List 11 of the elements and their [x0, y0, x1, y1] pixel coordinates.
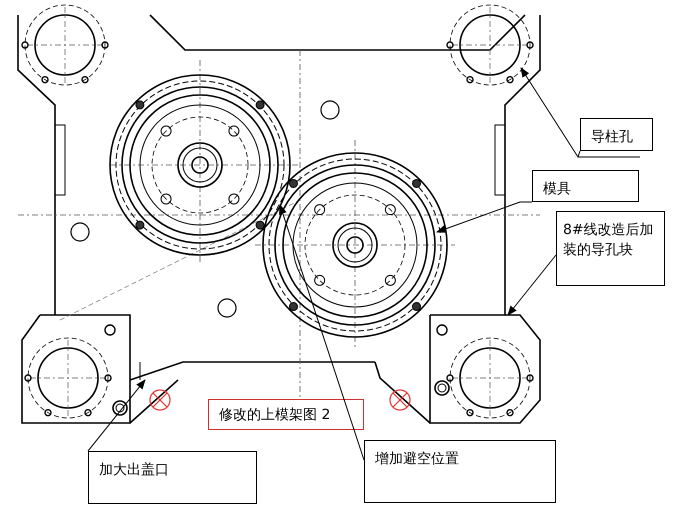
callout-box: 增加避空位置 [364, 440, 556, 503]
drawing-title-box: 修改的上模架图 2 [208, 399, 364, 430]
leader-line [436, 202, 532, 233]
leader-line [279, 204, 364, 460]
leader-line [88, 379, 146, 452]
leader-line [507, 254, 556, 316]
callout-box: 8#线改造后加装的导孔块 [556, 211, 665, 286]
callout-box: 模具 [532, 170, 639, 202]
leader-line [520, 67, 640, 158]
callout-box: 导柱孔 [580, 118, 653, 151]
callout-box: 加大出盖口 [88, 451, 257, 504]
